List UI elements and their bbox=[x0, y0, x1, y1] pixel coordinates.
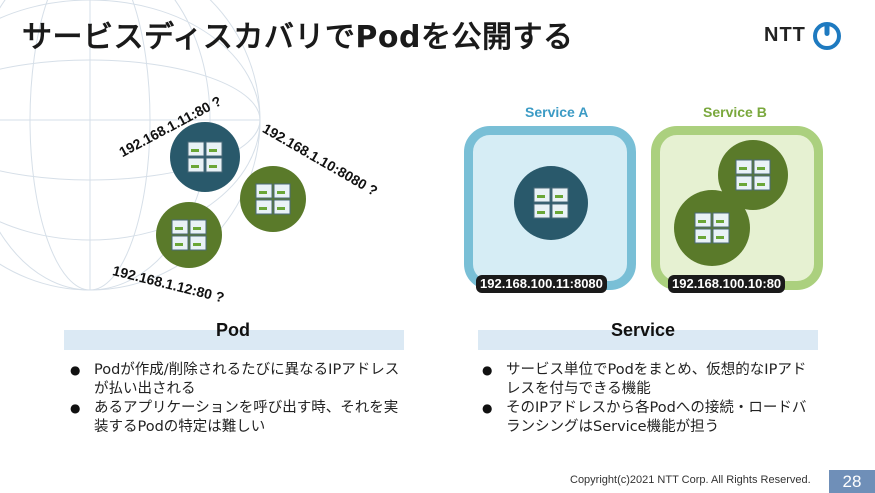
service-bullet-2: そのIPアドレスから各Podへの接続・ロードバランシングはService機能が担… bbox=[480, 399, 820, 437]
container-cubes-icon bbox=[187, 141, 223, 173]
service-a-pod bbox=[514, 166, 588, 240]
service-section-title: Service bbox=[611, 320, 676, 340]
service-a-label: Service A bbox=[525, 104, 589, 120]
service-bullets: サービス単位でPodをまとめ、仮想的なIPアドレスを付与できる機能 そのIPアド… bbox=[480, 361, 820, 437]
container-cubes-icon bbox=[694, 212, 730, 244]
service-b-pod-bottom bbox=[674, 190, 750, 266]
service-b-label: Service B bbox=[703, 104, 767, 120]
service-bullet-1: サービス単位でPodをまとめ、仮想的なIPアドレスを付与できる機能 bbox=[480, 361, 820, 399]
slide-title: サービスディスカバリでPodを公開する bbox=[22, 20, 574, 55]
container-cubes-icon bbox=[735, 159, 771, 191]
pod-blue-top bbox=[170, 122, 240, 192]
pod-green-right bbox=[240, 166, 306, 232]
container-cubes-icon bbox=[533, 187, 569, 219]
globe-decoration bbox=[0, 0, 261, 291]
pod-bullet-2: あるアプリケーションを呼び出す時、それを実装するPodの特定は難しい bbox=[68, 399, 408, 437]
container-cubes-icon bbox=[255, 183, 291, 215]
ntt-logo-icon bbox=[812, 22, 841, 50]
copyright-text: Copyright(c)2021 NTT Corp. All Rights Re… bbox=[570, 474, 811, 486]
logo-text: NTT bbox=[764, 23, 806, 46]
service-b-ip: 192.168.100.10:80 bbox=[668, 275, 786, 293]
pod-green-left bbox=[156, 202, 222, 268]
pod-section-bar bbox=[64, 330, 404, 350]
service-section-bar bbox=[478, 330, 818, 350]
ntt-logo: NTT bbox=[764, 20, 842, 50]
pod-bullets: Podが作成/削除されるたびに異なるIPアドレスが払い出される あるアプリケーシ… bbox=[68, 361, 408, 437]
pod-section-title: Pod bbox=[216, 320, 250, 340]
page-number: 28 bbox=[829, 470, 875, 493]
container-cubes-icon bbox=[171, 219, 207, 251]
pod-bullet-1: Podが作成/削除されるたびに異なるIPアドレスが払い出される bbox=[68, 361, 408, 399]
service-a-ip: 192.168.100.11:8080 bbox=[476, 275, 607, 293]
